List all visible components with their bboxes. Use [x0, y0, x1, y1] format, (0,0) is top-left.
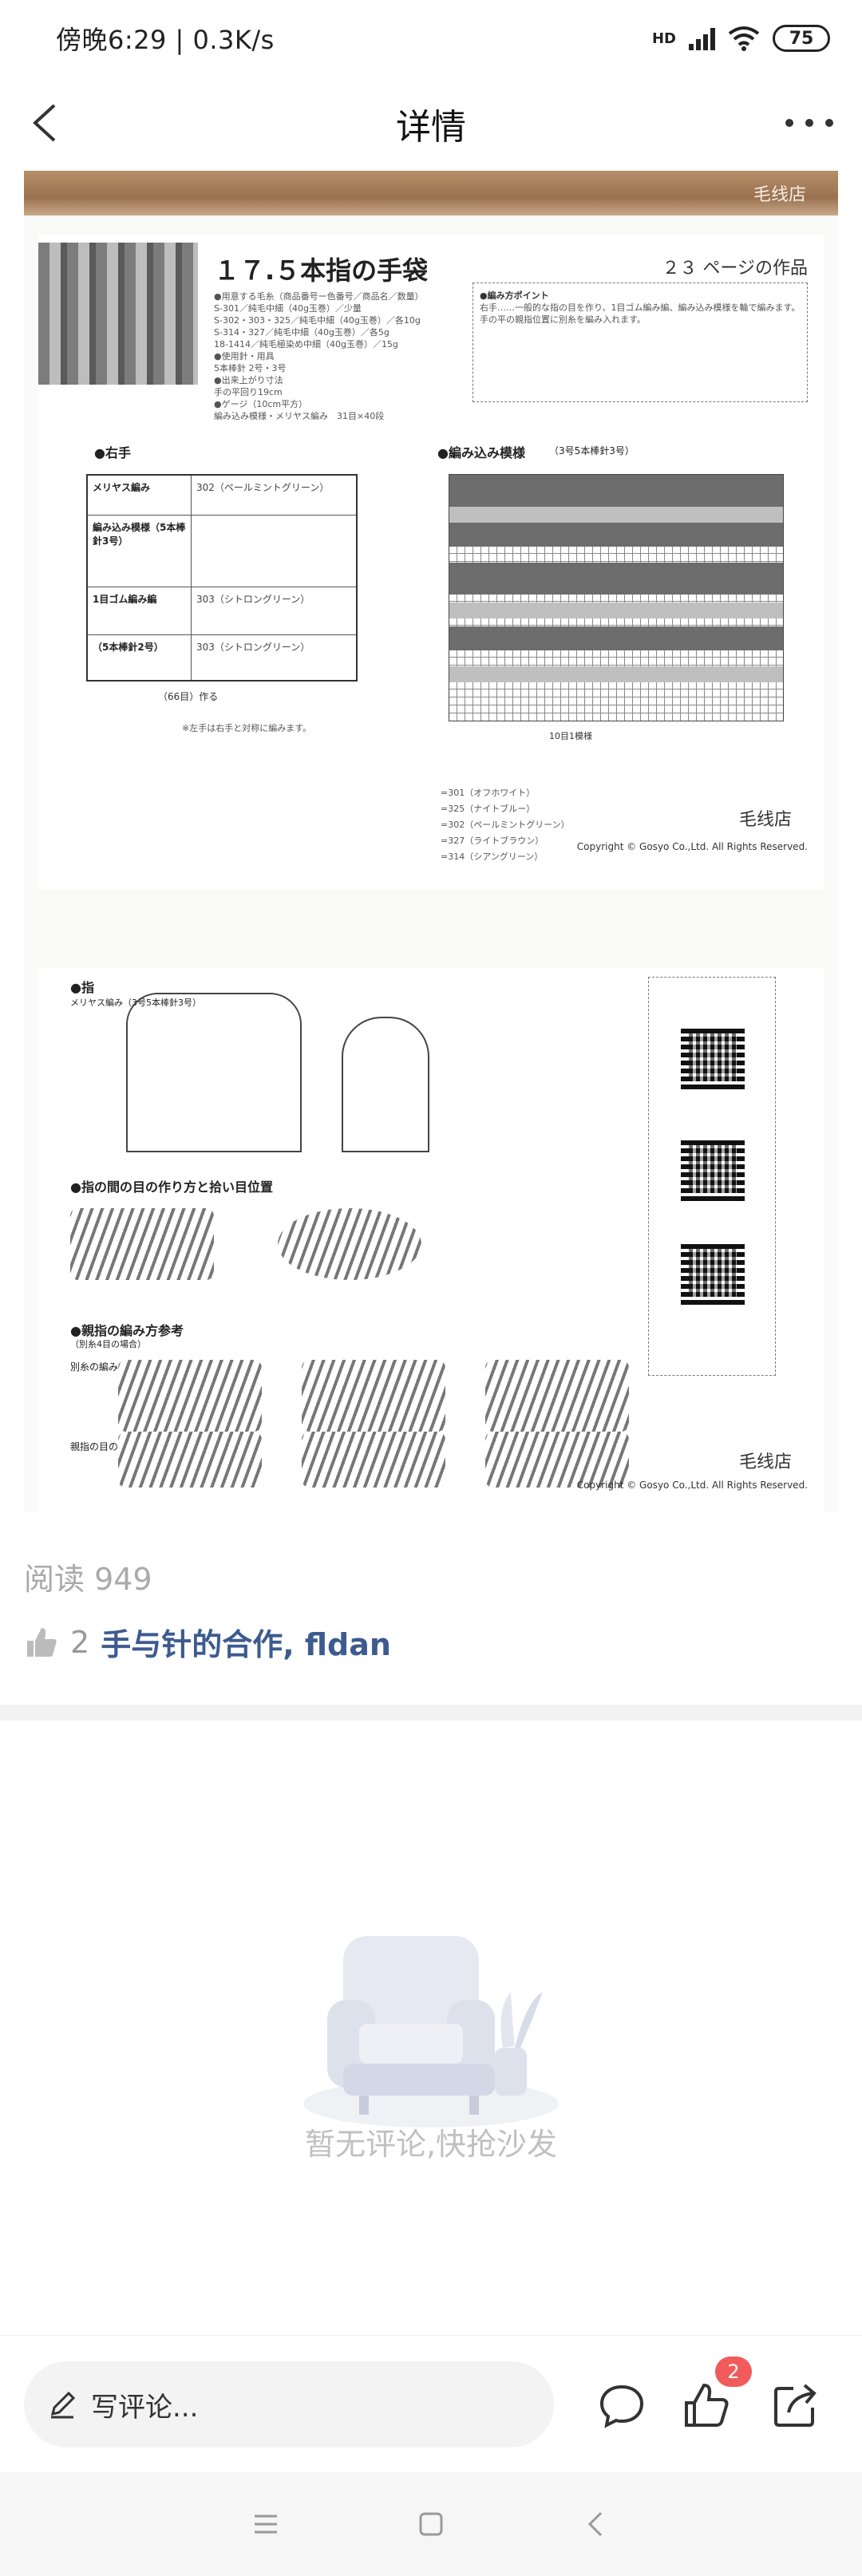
- qr-code: [681, 1241, 745, 1305]
- qr-code: [681, 1137, 745, 1201]
- back-icon[interactable]: [580, 2508, 612, 2540]
- chart-subtitle: （3号5本棒針3号）: [549, 445, 635, 456]
- knit-illustration: [302, 1360, 445, 1432]
- diagram-bottom: （66目）作る: [158, 691, 219, 702]
- left-hand-note: ※左手は右手と対称に編みます。: [182, 723, 312, 733]
- photo-strip: 毛线店: [24, 171, 838, 215]
- pattern-page-2: ●指 メリヤス編み（3号5本棒針3号） ●指の間の目の作り方と拾い目位置 ●親指…: [38, 969, 824, 1511]
- nav-bar: 详情: [0, 77, 862, 171]
- page-reference: ２３ ページの作品: [662, 259, 808, 279]
- knit-illustration: [278, 1208, 421, 1280]
- pen-icon: [50, 2391, 76, 2419]
- glove-photo: [38, 243, 198, 385]
- knit-label-1: 別糸の編み方: [70, 1361, 129, 1373]
- knit-illustration: [485, 1360, 629, 1432]
- home-icon[interactable]: [415, 2508, 447, 2540]
- empty-comments-text: 暂无评论,快抢沙发: [304, 2127, 558, 2162]
- pattern-title: １７.５本指の手袋: [214, 255, 429, 286]
- thumb-subtitle: （別糸4目の場合）: [70, 1339, 146, 1349]
- sofa-icon: [303, 1936, 559, 2128]
- share-icon[interactable]: [771, 2380, 820, 2430]
- like-count: 2: [70, 1624, 90, 1660]
- thumb-diagram: [342, 1017, 429, 1152]
- section-finger: ●指: [70, 980, 94, 995]
- glove-diagram: メリヤス編み 302（ペールミントグリーン） 編み込み模様（5本棒針3号） 1目…: [86, 474, 358, 682]
- thumb-up-icon[interactable]: [24, 1625, 59, 1660]
- page-title: 详情: [396, 107, 466, 148]
- read-count: 阅读 949: [24, 1562, 152, 1597]
- knit-illustration: [70, 1208, 214, 1280]
- section-between-fingers: ●指の間の目の作り方と拾い目位置: [70, 1179, 273, 1195]
- qr-code-panel: [648, 977, 776, 1376]
- battery-icon: 75: [773, 25, 830, 52]
- finger-diagram: [126, 993, 302, 1152]
- copyright-text: Copyright © Gosyo Co.,Ltd. All Rights Re…: [576, 841, 808, 852]
- chart-axis-label: 10目1模様: [549, 731, 592, 741]
- section-chart: ●編み込み模様: [437, 445, 525, 460]
- likes-row[interactable]: 2 手与针的合作, fldan: [24, 1620, 391, 1664]
- brand-watermark: 毛线店: [738, 810, 792, 830]
- knit-illustration: [485, 1432, 629, 1488]
- signal-icon: [689, 26, 715, 50]
- knit-illustration: [118, 1432, 262, 1488]
- pattern-page-1: １７.５本指の手袋 ２３ ページの作品 ●用意する毛糸（商品番号ー色番号／商品名…: [38, 235, 824, 889]
- knitting-notes: ●編み方ポイント 右手……一般的な指の目を作り、1目ゴム編み編、編み込み模様を輪…: [473, 282, 808, 402]
- comment-input[interactable]: 写评论...: [24, 2361, 554, 2448]
- status-time: 傍晚6:29 | 0.3K/s: [56, 25, 275, 55]
- section-thumb: ●親指の編み方参考: [70, 1323, 184, 1338]
- watermark: 毛线店: [753, 185, 806, 205]
- chevron-left-icon[interactable]: [24, 99, 72, 147]
- spec-list: ●用意する毛糸（商品番号ー色番号／商品名／数量） S-301／純毛中細（40g玉…: [214, 291, 424, 421]
- knit-illustration: [118, 1360, 262, 1432]
- comment-placeholder: 写评论...: [91, 2391, 199, 2424]
- empty-comments: 暂无评论,快抢沙发: [0, 1721, 862, 2335]
- status-icons: HD 75: [652, 25, 830, 52]
- thumb-up-icon[interactable]: [682, 2380, 731, 2430]
- chart-legend: =301（オフホワイト） =325（ナイトブルー） =302（ペールミントグリー…: [441, 788, 570, 862]
- menu-icon[interactable]: [250, 2508, 282, 2540]
- network-label: HD: [651, 30, 676, 47]
- colorwork-chart: [449, 474, 784, 721]
- bottom-action-bar: 写评论... 2: [0, 2335, 862, 2472]
- knit-illustration: [302, 1432, 445, 1488]
- copyright-text: Copyright © Gosyo Co.,Ltd. All Rights Re…: [576, 1480, 808, 1491]
- section-divider: [0, 1705, 862, 1721]
- section-right-hand: ●右手: [94, 445, 131, 460]
- like-badge: 2: [715, 2357, 752, 2387]
- comment-bubble-icon[interactable]: [597, 2380, 646, 2430]
- wifi-icon: [728, 26, 760, 51]
- brand-watermark: 毛线店: [738, 1452, 792, 1472]
- system-nav-bar: [0, 2472, 862, 2576]
- more-dots-icon[interactable]: [785, 109, 833, 137]
- qr-code: [681, 1025, 745, 1089]
- status-bar: 傍晚6:29 | 0.3K/s HD 75: [0, 0, 862, 77]
- article-image[interactable]: 毛线店 １７.５本指の手袋 ２３ ページの作品 ●用意する毛糸（商品番号ー色番号…: [24, 171, 838, 1511]
- liker-names[interactable]: 手与针的合作, fldan: [101, 1627, 391, 1662]
